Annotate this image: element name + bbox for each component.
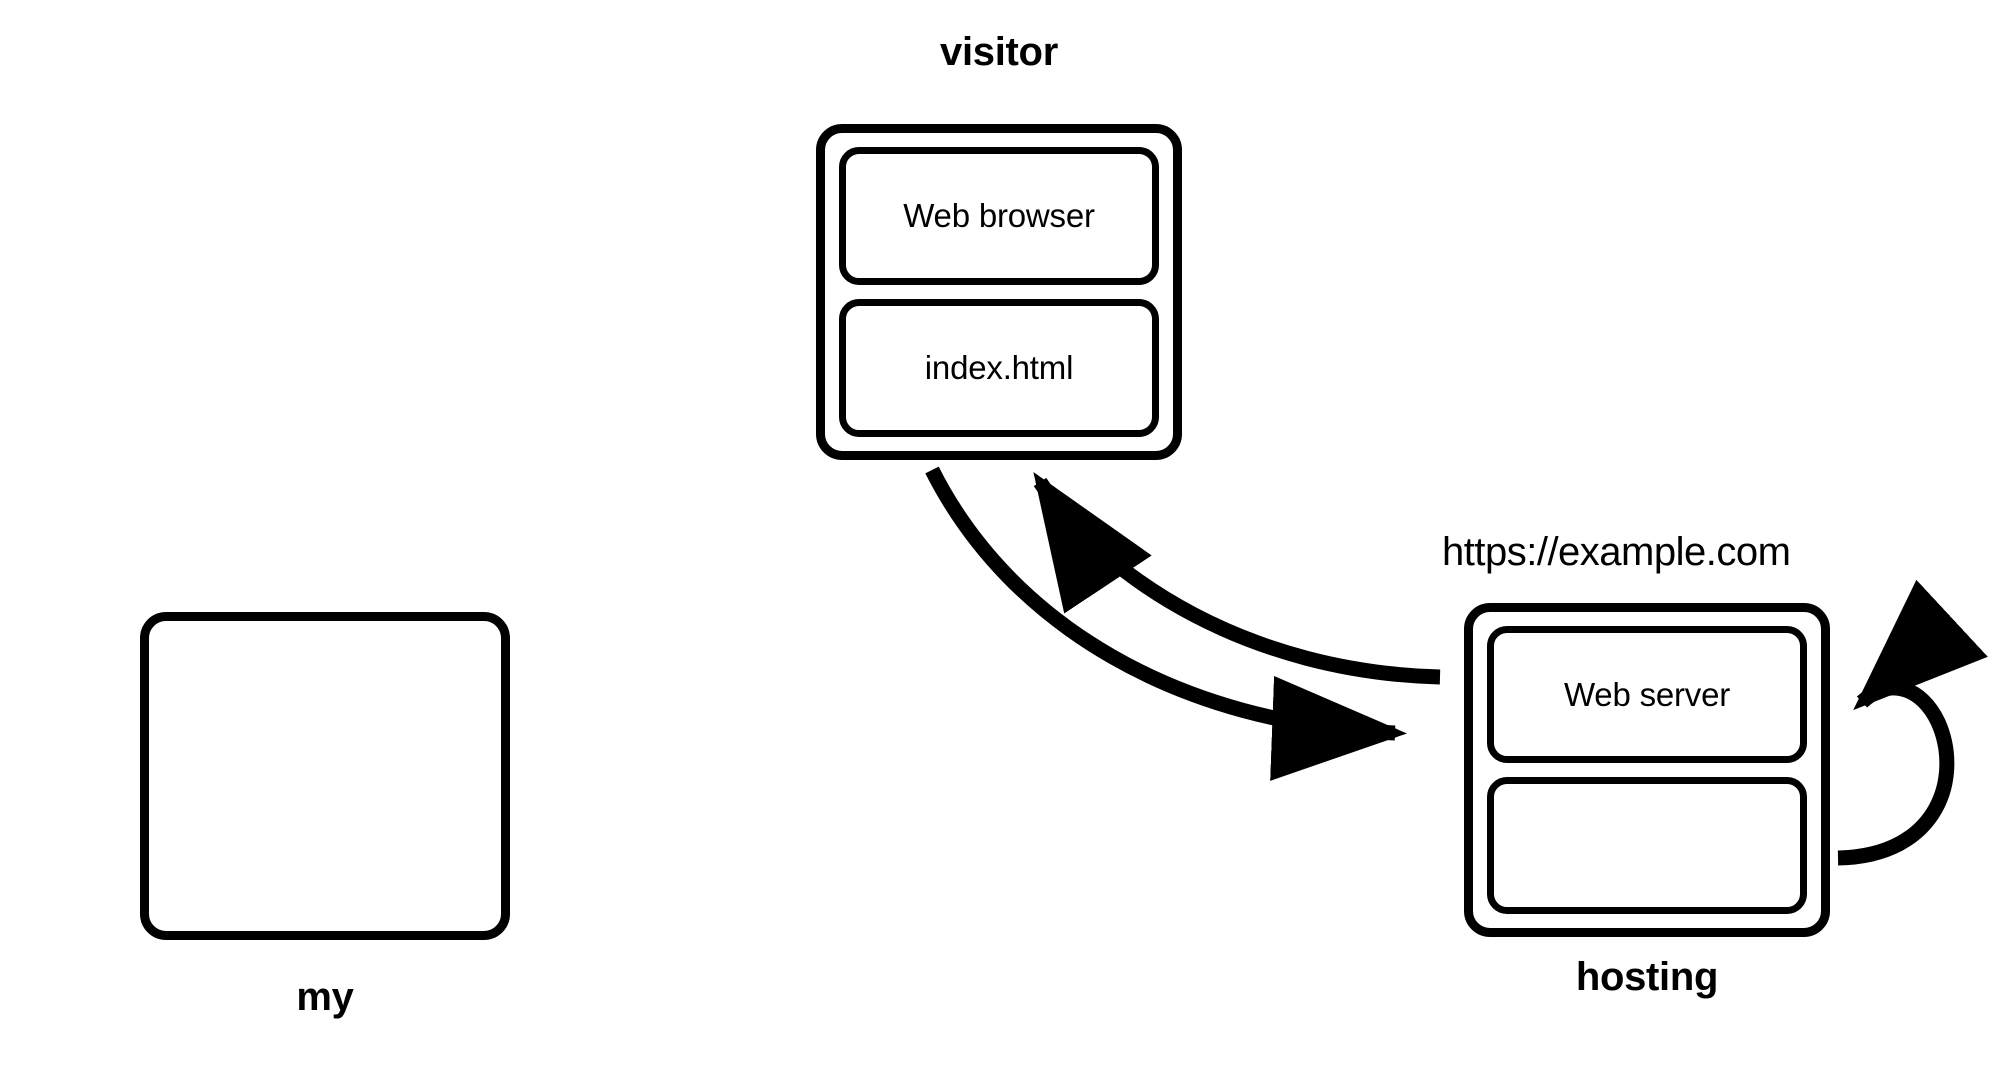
- hosting-slot-web-server-label: Web server: [1563, 675, 1731, 713]
- edge-request-arrow: [925, 466, 1407, 781]
- node-hosting-caption: hosting: [1575, 955, 1719, 999]
- visitor-slot-index-html-label: index.html: [924, 349, 1074, 386]
- node-visitor-caption: visitor: [940, 30, 1058, 74]
- edge-self-loop-arrow: [1837, 579, 1988, 866]
- node-my-caption: my: [296, 975, 354, 1019]
- hosting-slot-empty[interactable]: [1487, 777, 1807, 914]
- edge-response-arrow: [1033, 472, 1441, 685]
- visitor-slot-web-browser[interactable]: Web browser: [839, 147, 1159, 285]
- node-my-box[interactable]: [140, 612, 510, 940]
- hosting-url-label: https://example.com: [1442, 530, 1791, 574]
- visitor-slot-index-html[interactable]: index.html: [839, 299, 1159, 437]
- visitor-slot-web-browser-label: Web browser: [903, 197, 1095, 234]
- hosting-slot-web-server[interactable]: Web server: [1487, 626, 1807, 763]
- node-visitor-box[interactable]: Web browser index.html: [816, 124, 1182, 460]
- node-hosting-box[interactable]: Web server: [1464, 603, 1830, 937]
